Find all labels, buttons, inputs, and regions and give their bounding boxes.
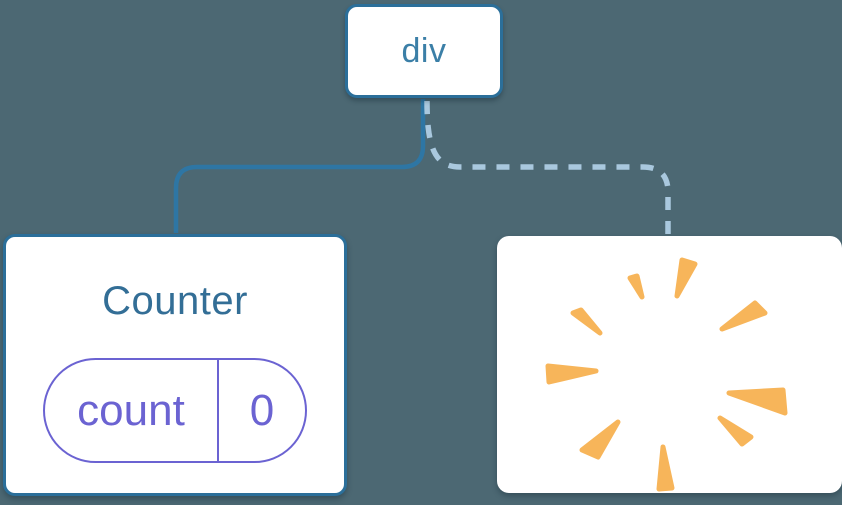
state-pill-key: count bbox=[45, 360, 219, 461]
state-pill-value: 0 bbox=[249, 385, 275, 435]
tree-node-div-label: div bbox=[401, 31, 447, 70]
tree-node-removed bbox=[497, 236, 842, 493]
edge-dashed-to-removed-node bbox=[424, 100, 671, 235]
tree-node-counter: Counter count 0 bbox=[3, 234, 347, 496]
poof-burst-icon bbox=[545, 257, 788, 492]
counter-title: Counter bbox=[102, 279, 248, 323]
state-pill: count 0 bbox=[43, 358, 307, 463]
edge-solid-to-counter bbox=[173, 99, 426, 233]
tree-node-div: div bbox=[345, 4, 503, 98]
